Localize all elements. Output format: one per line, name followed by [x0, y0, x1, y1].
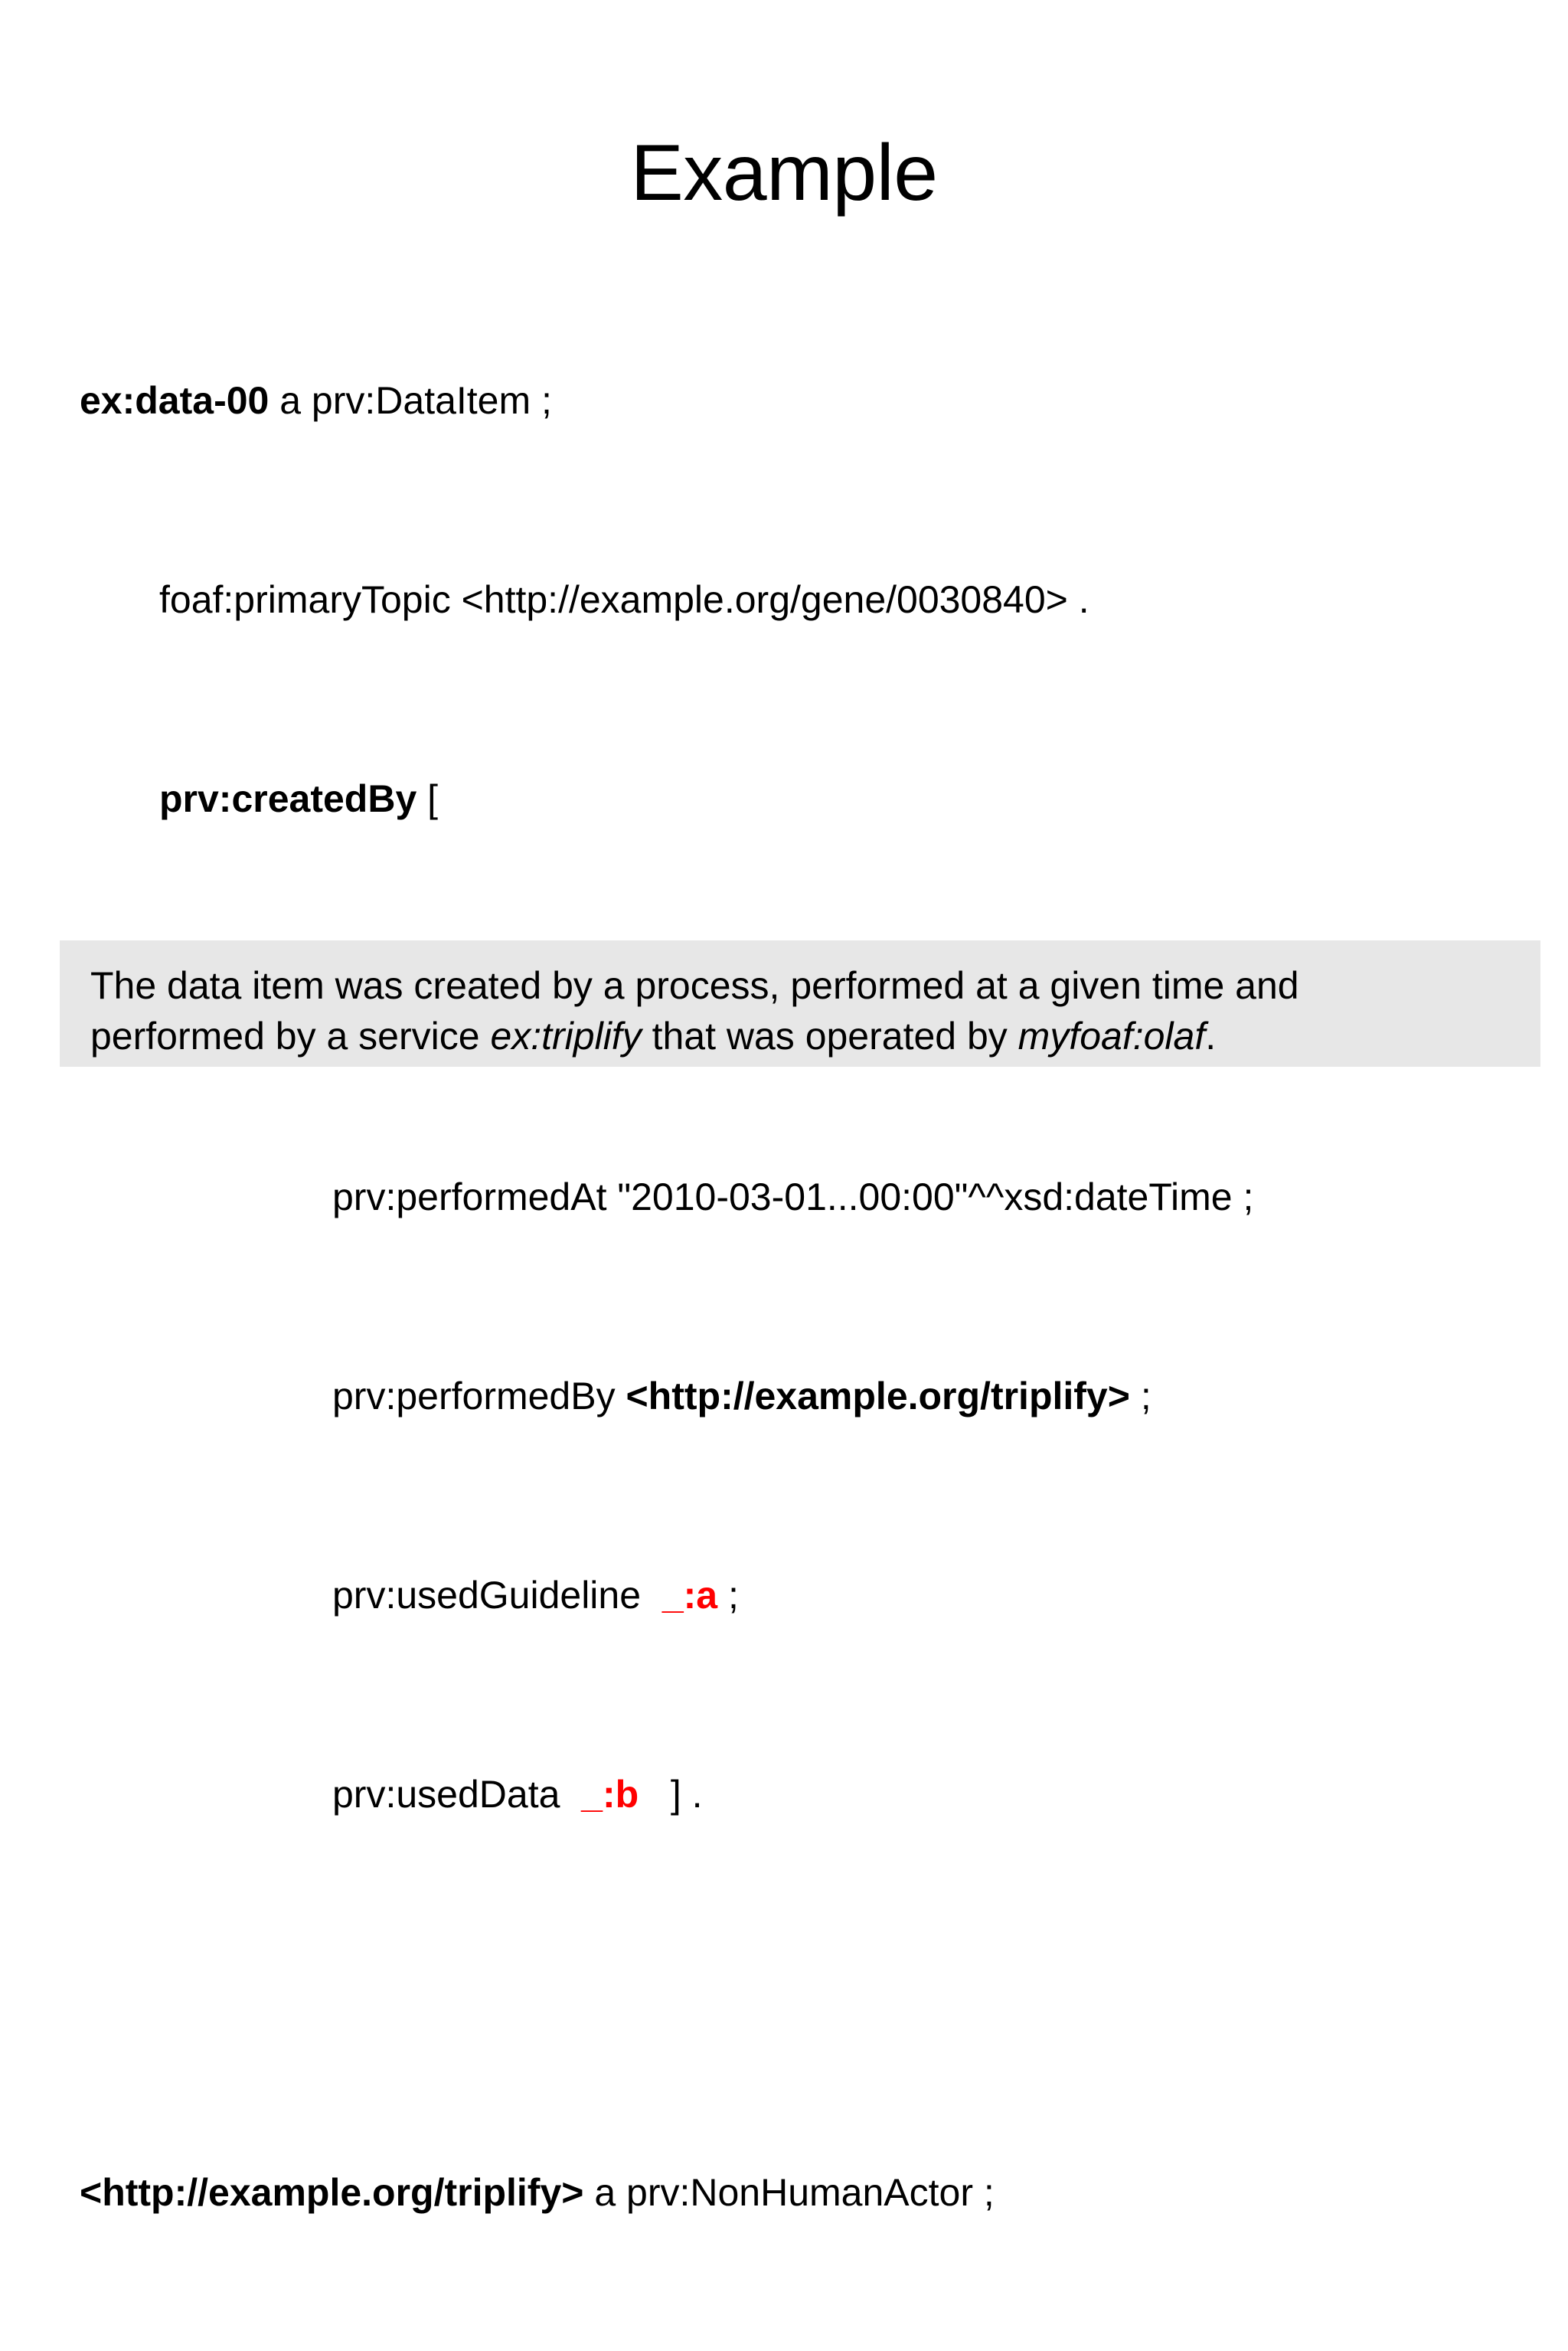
code-line-7-suffix: ; — [717, 1574, 739, 1617]
code-line-9: <http://example.org/triplify> a prv:NonH… — [80, 2168, 1519, 2218]
code-line-8-prefix: prv:usedData — [332, 1773, 582, 1816]
caption-line-2: performed by a service ex:triplify that … — [90, 1011, 1510, 1061]
caption-line-2-part2: that was operated by — [641, 1015, 1018, 1058]
rdf-turtle-code-block: ex:data-00 a prv:DataItem ; foaf:primary… — [80, 227, 1519, 2351]
code-object-triplify-uri: <http://example.org/triplify> — [626, 1375, 1130, 1417]
code-blank-node-b: _:b — [581, 1773, 639, 1816]
code-line-7-prefix: prv:usedGuideline — [332, 1574, 662, 1617]
caption-line-1-text: The data item was created by a process, … — [90, 964, 1299, 1007]
code-line-1: ex:data-00 a prv:DataItem ; — [80, 376, 1519, 426]
code-line-1-rest: a prv:DataItem ; — [269, 379, 552, 422]
caption-line-2-part3: . — [1205, 1015, 1217, 1058]
code-line-8-suffix: ] . — [639, 1773, 703, 1816]
code-line-9-rest: a prv:NonHumanActor ; — [583, 2171, 995, 2214]
caption-box: The data item was created by a process, … — [60, 940, 1540, 1067]
code-line-8: prv:usedData _:b ] . — [80, 1770, 1519, 1820]
code-line-5-text: prv:performedAt "2010-03-01...00:00"^^xs… — [332, 1176, 1254, 1218]
code-subject-ex-data-00: ex:data-00 — [80, 379, 270, 422]
code-line-6: prv:performedBy <http://example.org/trip… — [80, 1372, 1519, 1421]
code-predicate-prv-createdby: prv:createdBy — [159, 777, 417, 820]
code-line-6-prefix: prv:performedBy — [332, 1375, 626, 1417]
code-line-2-text: foaf:primaryTopic <http://example.org/ge… — [159, 578, 1089, 621]
code-line-6-suffix: ; — [1129, 1375, 1152, 1417]
caption-line-2-part1: performed by a service — [90, 1015, 491, 1058]
caption-term-ex-triplify: ex:triplify — [490, 1015, 642, 1058]
code-line-5: prv:performedAt "2010-03-01...00:00"^^xs… — [80, 1172, 1519, 1222]
caption-line-1: The data item was created by a process, … — [90, 960, 1510, 1011]
code-line-3-rest: [ — [416, 777, 439, 820]
code-line-3: prv:createdBy [ — [80, 774, 1519, 824]
code-line-7: prv:usedGuideline _:a ; — [80, 1571, 1519, 1620]
code-blank-node-a: _:a — [662, 1574, 718, 1617]
code-subject-triplify-uri: <http://example.org/triplify> — [80, 2171, 584, 2214]
code-line-2: foaf:primaryTopic <http://example.org/ge… — [80, 575, 1519, 625]
caption-term-myfoaf-olaf: myfoaf:olaf — [1018, 1015, 1206, 1058]
page-title: Example — [630, 128, 938, 217]
code-blank-line — [80, 1969, 1519, 2019]
slide-root: Example ex:data-00 a prv:DataItem ; foaf… — [60, 128, 1540, 2214]
